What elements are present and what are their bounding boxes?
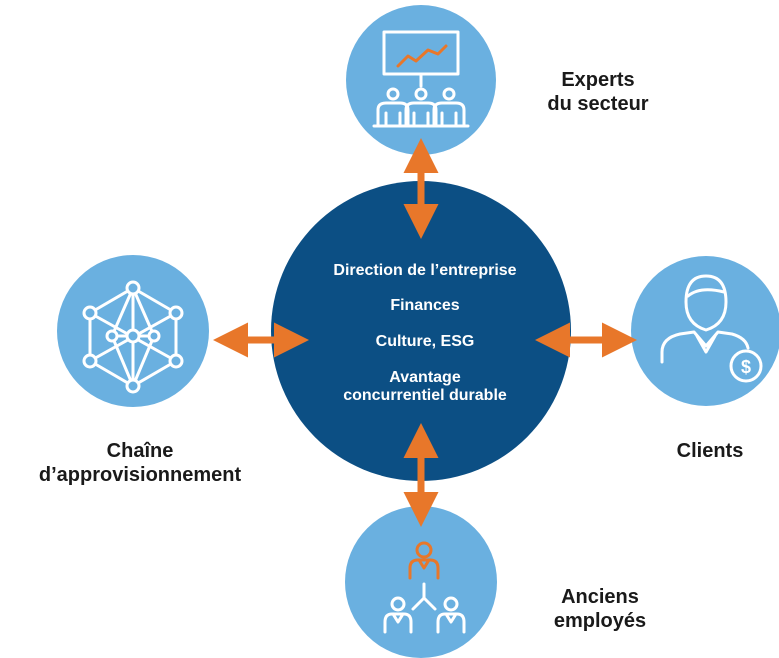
- label-top-line1: Experts: [561, 69, 635, 91]
- label-left-line1: Chaîne: [106, 440, 174, 462]
- network-mesh-icon: [82, 280, 184, 394]
- center-item-direction: Direction de l’entreprise: [333, 262, 517, 279]
- label-bottom-line2: employés: [553, 610, 647, 632]
- center-item-culture-esg: Culture, ESG: [375, 333, 475, 350]
- label-bottom: Anciens employés: [520, 585, 680, 633]
- label-top-line2: du secteur: [547, 93, 649, 115]
- label-left-line2: d’approvisionnement: [38, 464, 242, 486]
- org-hierarchy-icon: [383, 541, 466, 634]
- node-circle-bottom: [345, 506, 497, 658]
- label-right-line1: Clients: [676, 440, 744, 462]
- label-right: Clients: [650, 439, 770, 463]
- label-top: Experts du secteur: [508, 68, 688, 116]
- center-item-avantage: Avantage: [389, 369, 461, 386]
- customer-dollar-icon: [660, 274, 763, 383]
- presentation-audience-icon: [372, 30, 470, 128]
- label-left: Chaîne d’approvisionnement: [20, 439, 260, 487]
- center-item-concurrentiel: concurrentiel durable: [343, 387, 507, 404]
- label-bottom-line1: Anciens: [561, 586, 639, 608]
- center-item-finances: Finances: [390, 297, 460, 314]
- center-circle: [271, 181, 571, 481]
- dollar-glyph: $: [741, 357, 751, 377]
